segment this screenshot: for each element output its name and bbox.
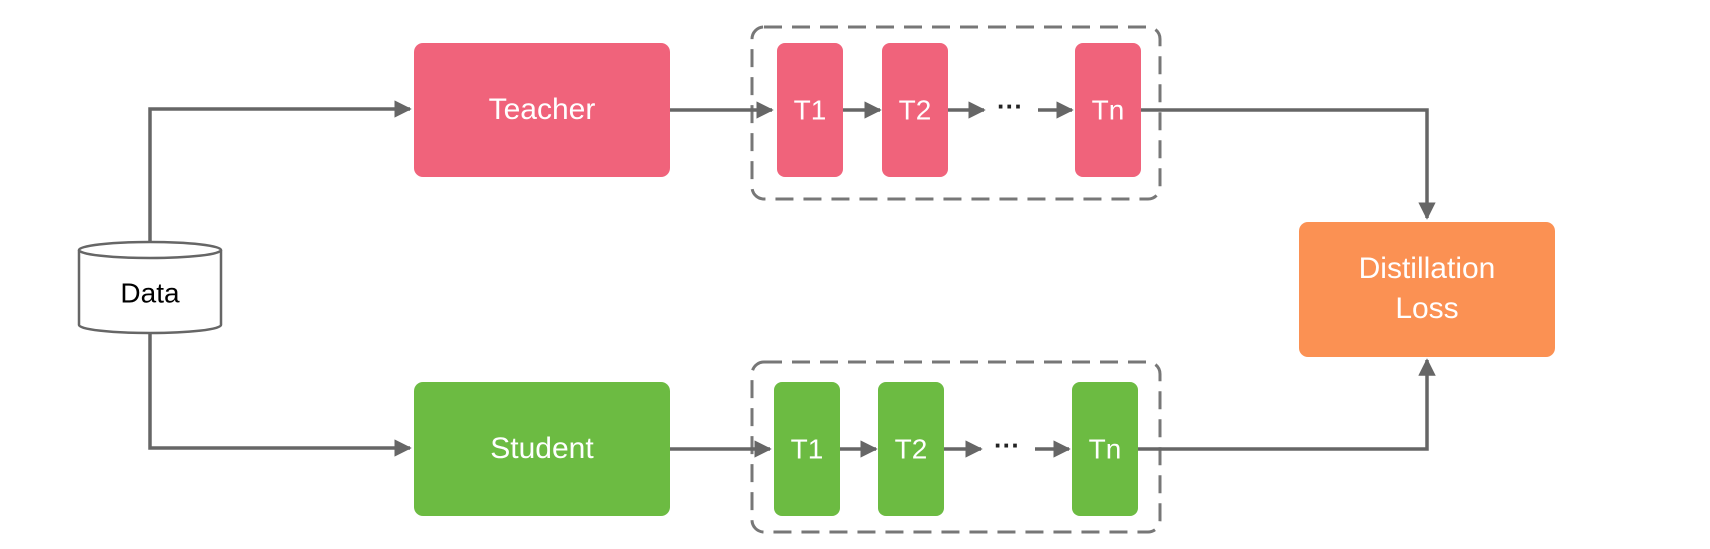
teacher-ellipsis: ··· xyxy=(997,91,1023,121)
teacher-token-tn-label: Tn xyxy=(1092,94,1125,125)
teacher-to-loss-connector xyxy=(1141,108,1436,220)
student-label: Student xyxy=(490,432,594,465)
distillation-loss-line1: Distillation xyxy=(1359,252,1496,285)
teacher-label: Teacher xyxy=(489,93,596,126)
teacher-token-tn xyxy=(1075,43,1141,177)
student-token-t2-label: T2 xyxy=(895,433,928,464)
student-token-t1 xyxy=(774,382,840,516)
student-token-t2 xyxy=(878,382,944,516)
student-token-group xyxy=(750,360,1162,534)
teacher-token-t1 xyxy=(777,43,843,177)
data-label: Data xyxy=(120,277,180,308)
data-cylinder: Data xyxy=(77,240,223,335)
teacher-token-t2-label: T2 xyxy=(899,94,932,125)
student-row: Student T1 T2 ··· Tn xyxy=(414,358,1436,534)
distillation-loss-line2: Loss xyxy=(1395,292,1458,325)
teacher-box xyxy=(414,43,670,177)
teacher-row: Teacher T1 T2 ··· Tn xyxy=(414,25,1436,220)
student-token-tn-label: Tn xyxy=(1089,433,1122,464)
data-to-student-connector xyxy=(148,334,412,457)
teacher-token-group xyxy=(750,25,1162,201)
teacher-token-t2 xyxy=(882,43,948,177)
student-ellipsis: ··· xyxy=(994,430,1020,460)
teacher-token-t1-label: T1 xyxy=(794,94,827,125)
student-to-loss-connector xyxy=(1138,358,1436,451)
distillation-loss-box xyxy=(1299,222,1555,357)
student-box xyxy=(414,382,670,516)
distillation-loss-node: Distillation Loss xyxy=(1299,222,1555,357)
student-token-tn xyxy=(1072,382,1138,516)
student-token-t1-label: T1 xyxy=(791,433,824,464)
data-to-teacher-connector xyxy=(148,100,412,244)
